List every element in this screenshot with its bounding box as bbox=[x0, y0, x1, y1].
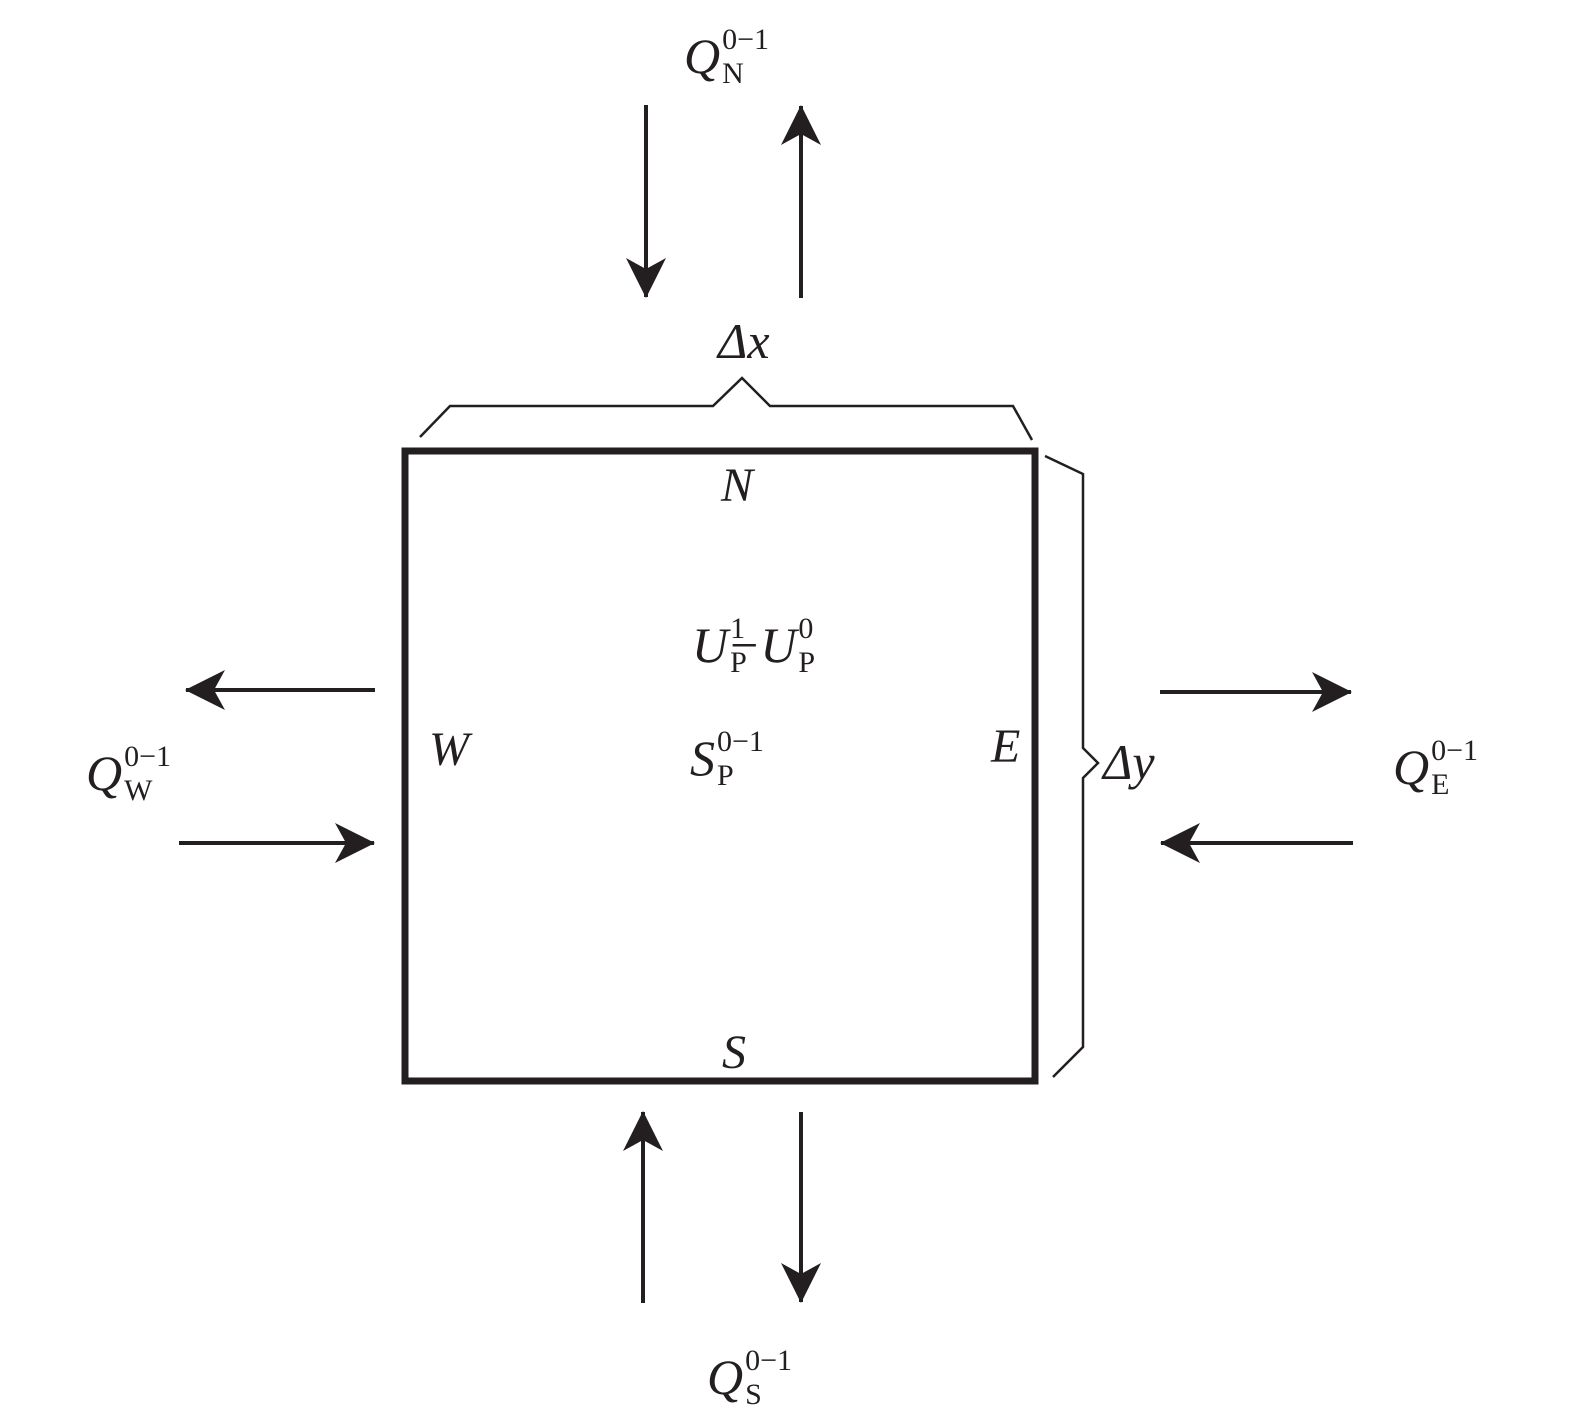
west-face-label: W bbox=[429, 723, 469, 776]
south-face-label: S bbox=[722, 1026, 746, 1079]
source-symbol: S bbox=[690, 730, 715, 786]
west-flux-sup: 0−1 bbox=[124, 740, 172, 773]
storage-sub-new: P bbox=[730, 646, 747, 679]
dx-brace bbox=[419, 376, 1034, 441]
north-flux-sup: 0−1 bbox=[722, 23, 770, 56]
dy-brace bbox=[1044, 454, 1100, 1078]
south-flux-sub: S bbox=[745, 1378, 762, 1411]
west-flux-sub: W bbox=[124, 774, 153, 807]
storage-operator: − bbox=[730, 617, 759, 673]
control-volume-cell bbox=[401, 447, 1039, 1085]
storage-symbol-old: U bbox=[760, 617, 797, 673]
storage-sup-new: 1 bbox=[730, 612, 746, 645]
north-face-label: N bbox=[721, 459, 754, 512]
east-flux-sub: E bbox=[1431, 768, 1450, 801]
storage-sub-old: P bbox=[798, 646, 816, 679]
east-flux-sup: 0−1 bbox=[1431, 734, 1479, 767]
storage-symbol-new: U bbox=[692, 617, 729, 673]
east-face-label: E bbox=[991, 720, 1021, 773]
dx-label: Δx bbox=[718, 313, 770, 369]
source-sup: 0−1 bbox=[717, 725, 764, 758]
south-flux-symbol: Q bbox=[707, 1349, 744, 1405]
dy-label: Δy bbox=[1103, 734, 1155, 790]
south-flux-sup: 0−1 bbox=[745, 1344, 793, 1377]
west-flux-symbol: Q bbox=[86, 745, 123, 801]
storage-sup-old: 0 bbox=[798, 612, 814, 645]
east-flux-symbol: Q bbox=[1393, 739, 1430, 795]
north-flux-symbol: Q bbox=[684, 28, 721, 84]
north-flux-sub: N bbox=[722, 57, 744, 90]
source-sub: P bbox=[717, 759, 734, 792]
